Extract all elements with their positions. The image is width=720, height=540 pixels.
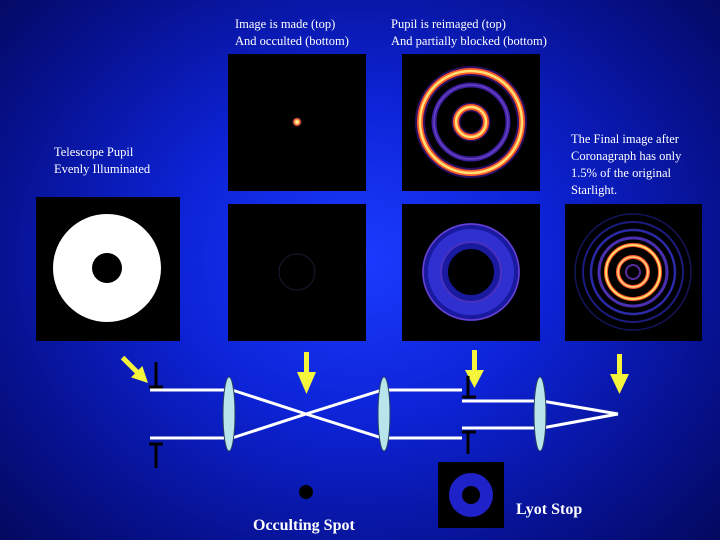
occulted-image-panel	[228, 204, 366, 341]
final-image-panel	[565, 204, 702, 341]
lens-3	[533, 376, 547, 452]
beam-lines	[150, 388, 619, 440]
caption-line: The Final image after	[571, 132, 679, 146]
caption-pupil-reimaged: Pupil is reimaged (top) And partially bl…	[391, 16, 547, 50]
arrow-icon	[120, 355, 148, 383]
lyot-aperture	[462, 376, 476, 454]
caption-image-made: Image is made (top) And occulted (bottom…	[235, 16, 349, 50]
caption-line: And occulted (bottom)	[235, 34, 349, 48]
image-made-panel	[228, 54, 366, 191]
telescope-pupil-image	[36, 197, 180, 341]
caption-line: Pupil is reimaged (top)	[391, 17, 506, 31]
occulting-spot-dot	[299, 485, 313, 499]
lyot-stop-image	[438, 462, 504, 528]
caption-final-image: The Final image after Coronagraph has on…	[571, 131, 681, 199]
yellow-arrows	[120, 350, 629, 394]
caption-line: Telescope Pupil	[54, 145, 134, 159]
caption-line: Starlight.	[571, 183, 618, 197]
caption-line: And partially blocked (bottom)	[391, 34, 547, 48]
caption-line: Evenly Illuminated	[54, 162, 151, 176]
lenses	[222, 376, 547, 452]
pupil-reimaged-panel	[402, 54, 540, 191]
pupil-blocked-panel	[402, 204, 540, 341]
caption-line: Image is made (top)	[235, 17, 336, 31]
caption-line: Coronagraph has only	[571, 149, 682, 163]
arrow-icon	[465, 350, 484, 388]
lens-2	[377, 376, 391, 452]
arrow-icon	[610, 354, 629, 394]
lens-1	[222, 376, 236, 452]
occulting-spot-label: Occulting Spot	[253, 517, 355, 534]
lyot-stop-label: Lyot Stop	[516, 501, 583, 518]
caption-line: 1.5% of the original	[571, 166, 671, 180]
arrow-icon	[297, 352, 316, 394]
entrance-aperture	[149, 362, 163, 468]
caption-telescope-pupil: Telescope Pupil Evenly Illuminated	[54, 144, 150, 178]
